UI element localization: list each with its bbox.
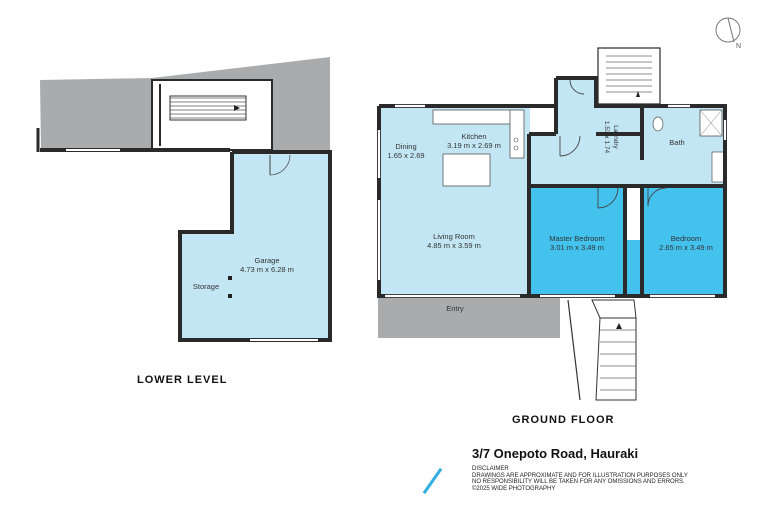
vanity: [711, 151, 725, 183]
laundry-room: [596, 104, 642, 134]
closet: [625, 240, 642, 294]
kitchen-counter: [432, 109, 514, 125]
stair-arrow-icon: [636, 91, 640, 97]
disclaimer-block: DISCLAIMER DRAWINGS ARE APPROXIMATE AND …: [472, 466, 752, 492]
kitchen-counter-side: [509, 109, 525, 159]
disclaimer-heading: DISCLAIMER: [472, 466, 509, 472]
bedroom-room: [642, 188, 726, 294]
lower-stair-well: [151, 79, 273, 151]
entry-lobby: [556, 78, 596, 134]
entry-stairs: [567, 299, 637, 401]
storage-label: Storage: [192, 282, 220, 291]
disclaimer-line: DRAWINGS ARE APPROXIMATE AND FOR ILLUSTR…: [472, 472, 688, 479]
bedroom-label: Bedroom 2.65 m x 3.49 m: [659, 234, 713, 252]
master-bedroom-label: Master Bedroom 3.01 m x 3.49 m: [549, 234, 605, 252]
master-bedroom-room: [529, 188, 625, 294]
garage-post: [228, 276, 232, 280]
bath-label: Bath: [669, 138, 685, 147]
disclaimer-line: NO RESPONSIBILITY WILL BE TAKEN FOR ANY …: [472, 479, 685, 486]
garage-post: [228, 294, 232, 298]
ground-stair-box: [597, 47, 661, 105]
property-address: 3/7 Onepoto Road, Hauraki: [472, 446, 639, 461]
laundry-label: Laundry 1.53 x 1.74: [603, 120, 619, 154]
dining-label: Dining 1.65 x 2.69: [387, 142, 425, 160]
stair-arrow-icon: [616, 323, 622, 329]
living-room-label: Living Room 4.85 m x 3.59 m: [427, 232, 481, 250]
garage-label: Garage 4.73 m x 6.28 m: [240, 256, 294, 274]
toilet-icon: [652, 116, 664, 132]
kitchen-island: [442, 153, 491, 187]
lower-level-title: LOWER LEVEL: [137, 374, 228, 386]
storage-room: [180, 232, 232, 340]
stair-arrow-icon: [234, 105, 240, 111]
lower-deck-area: [40, 78, 152, 150]
north-arrow-icon: N: [715, 17, 741, 50]
garage-room: [232, 152, 329, 340]
entry-deck: [378, 296, 560, 338]
ground-floor-title: GROUND FLOOR: [512, 414, 615, 426]
disclaimer-line: ©2025 WIDE PHOTOGRAPHY: [472, 485, 556, 492]
compass-label: N: [736, 43, 741, 50]
lower-stairs: [169, 95, 247, 121]
entry-label: Entry: [446, 304, 464, 313]
kitchen-label: Kitchen 3.19 m x 2.69 m: [447, 132, 501, 150]
